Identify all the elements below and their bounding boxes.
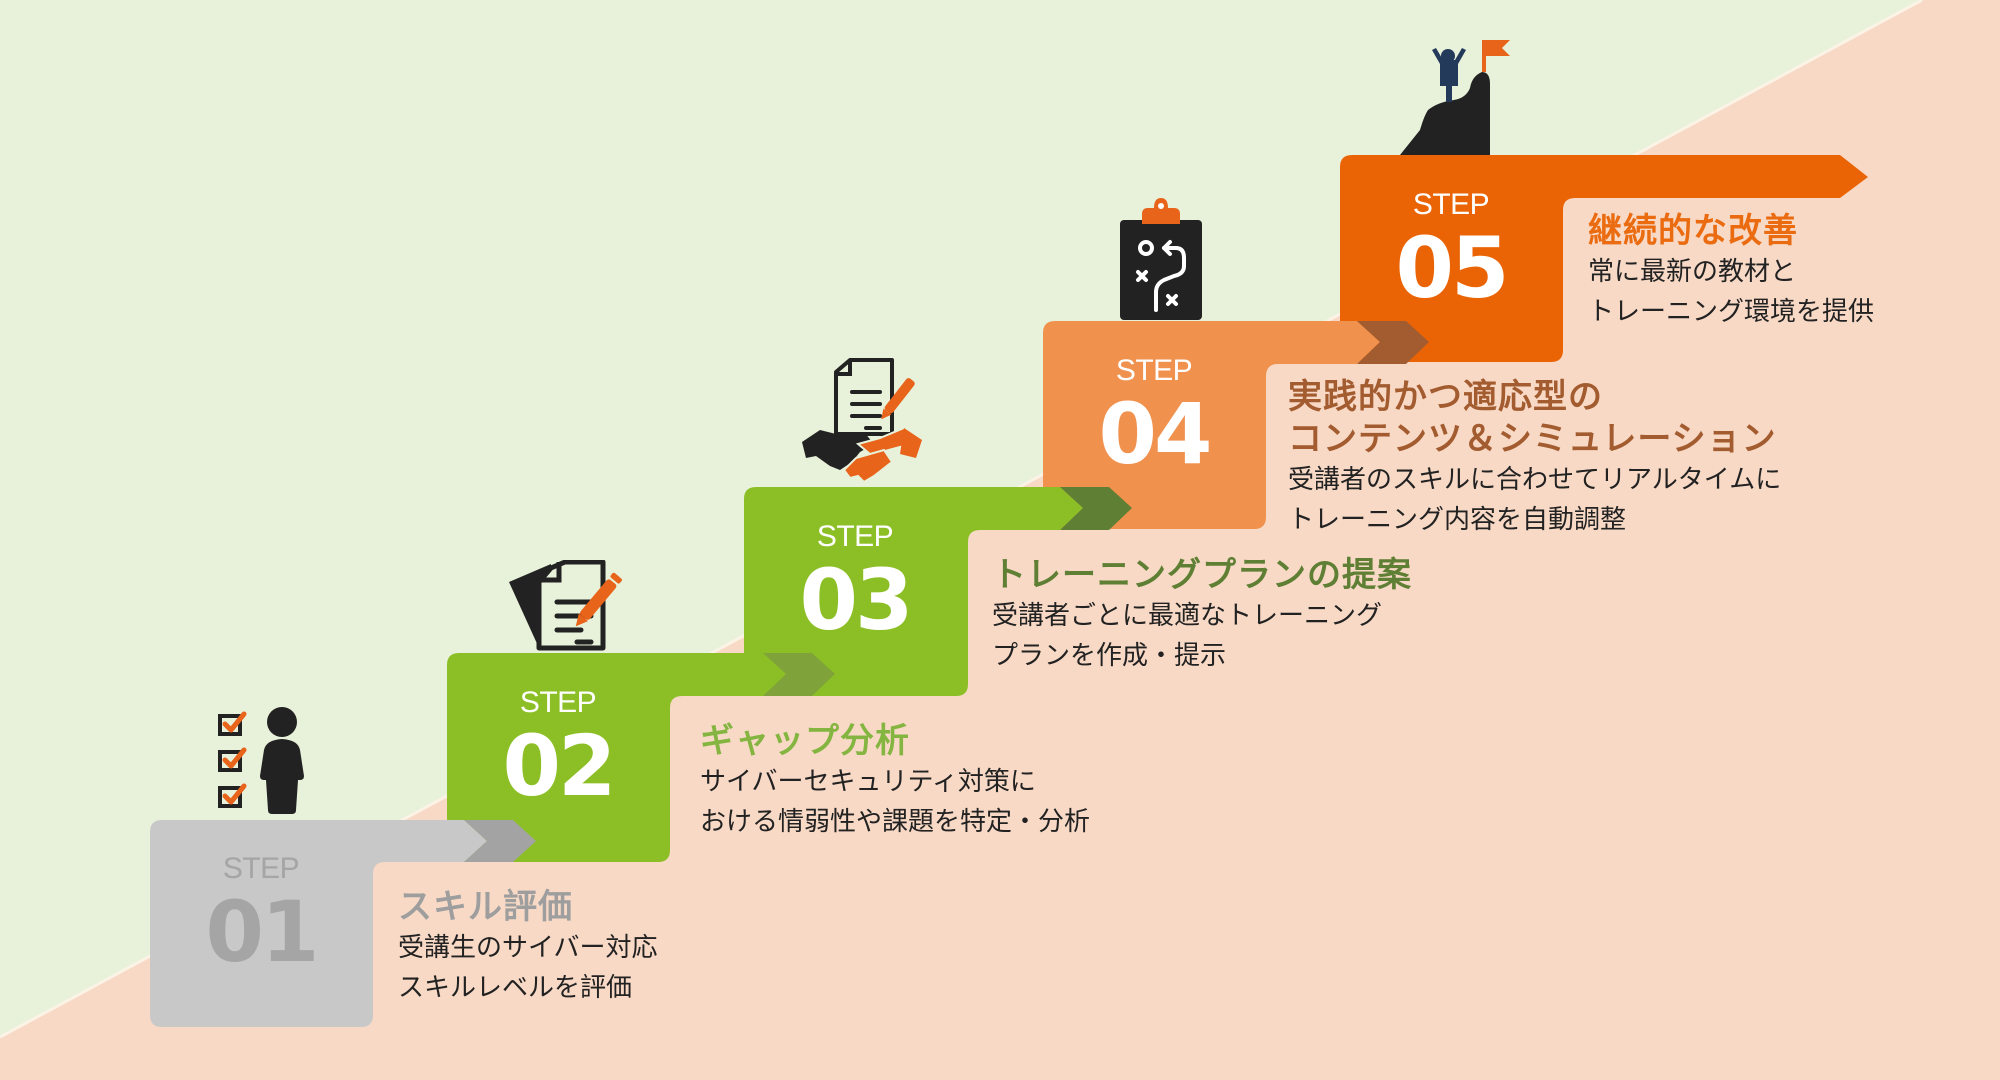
step-01-block (150, 820, 536, 1027)
step-04-description: 実践的かつ適応型の コンテンツ＆シミュレーション 受講者のスキルに合わせてリアル… (1288, 376, 1781, 540)
step-01-line-2: スキルレベルを評価 (398, 973, 633, 1003)
step-03-title: トレーニングプランの提案 (992, 555, 1412, 595)
step-02-title: ギャップ分析 (700, 721, 910, 761)
step-01-label: STEP (222, 852, 300, 885)
step-04-chevron (1357, 321, 1429, 364)
step-01-number: 01 (205, 883, 320, 981)
step-04-number: 04 (1098, 385, 1213, 483)
step-02-block (447, 653, 835, 862)
step-04-line-1: 受講者のスキルに合わせてリアルタイムに (1288, 465, 1782, 495)
step-02-line-2: おける情弱性や課題を特定・分析 (700, 807, 1091, 837)
step-05-title: 継続的な改善 (1588, 211, 1798, 251)
step-03-line-1: 受講者ごとに最適なトレーニング (992, 601, 1383, 631)
step-01-chevron (464, 820, 536, 862)
step-04-title-line-2: コンテンツ＆シミュレーション (1288, 419, 1777, 459)
step-01-badge: STEP 01 (150, 852, 372, 976)
step-02-number: 02 (502, 717, 617, 815)
step-03-block (744, 487, 1132, 696)
step-05-label: STEP (1412, 188, 1490, 221)
step-02-description: ギャップ分析 サイバーセキュリティ対策に おける情弱性や課題を特定・分析 (700, 720, 1090, 842)
handshake-document-icon (802, 358, 923, 484)
step-05-number: 05 (1395, 219, 1510, 317)
step-05-badge: STEP 05 (1340, 188, 1562, 312)
step-03-label: STEP (816, 520, 894, 553)
checklist-person-icon (218, 707, 304, 814)
step-03-number: 03 (799, 551, 914, 649)
step-02-line-1: サイバーセキュリティ対策に (700, 767, 1036, 797)
summit-flag-icon (1400, 40, 1510, 155)
step-05-line-2: トレーニング環境を提供 (1588, 297, 1875, 327)
step-04-line-2: トレーニング内容を自動調整 (1288, 505, 1627, 535)
step-04-badge: STEP 04 (1043, 354, 1265, 478)
step-01-title: スキル評価 (398, 887, 573, 927)
step-03-badge: STEP 03 (744, 520, 966, 644)
step-02-badge: STEP 02 (447, 686, 669, 810)
step-05-line-1: 常に最新の教材と (1588, 257, 1797, 287)
step-05-block (1340, 155, 1868, 362)
step-03-line-2: プランを作成・提示 (992, 641, 1227, 671)
step-04-title-line-1: 実践的かつ適応型の (1288, 377, 1603, 417)
step-02-chevron (763, 653, 835, 696)
step-04-block (1043, 321, 1429, 529)
step-01-description: スキル評価 受講生のサイバー対応 スキルレベルを評価 (398, 886, 657, 1008)
step-03-description: トレーニングプランの提案 受講者ごとに最適なトレーニング プランを作成・提示 (992, 554, 1412, 676)
step-01-line-1: 受講生のサイバー対応 (398, 933, 658, 963)
strategy-clipboard-icon (1120, 198, 1202, 320)
documents-pen-icon (509, 560, 622, 651)
step-03-chevron (1060, 487, 1132, 530)
step-04-label: STEP (1115, 354, 1193, 387)
step-05-description: 継続的な改善 常に最新の教材と トレーニング環境を提供 (1588, 210, 1874, 332)
step-02-label: STEP (519, 686, 597, 719)
